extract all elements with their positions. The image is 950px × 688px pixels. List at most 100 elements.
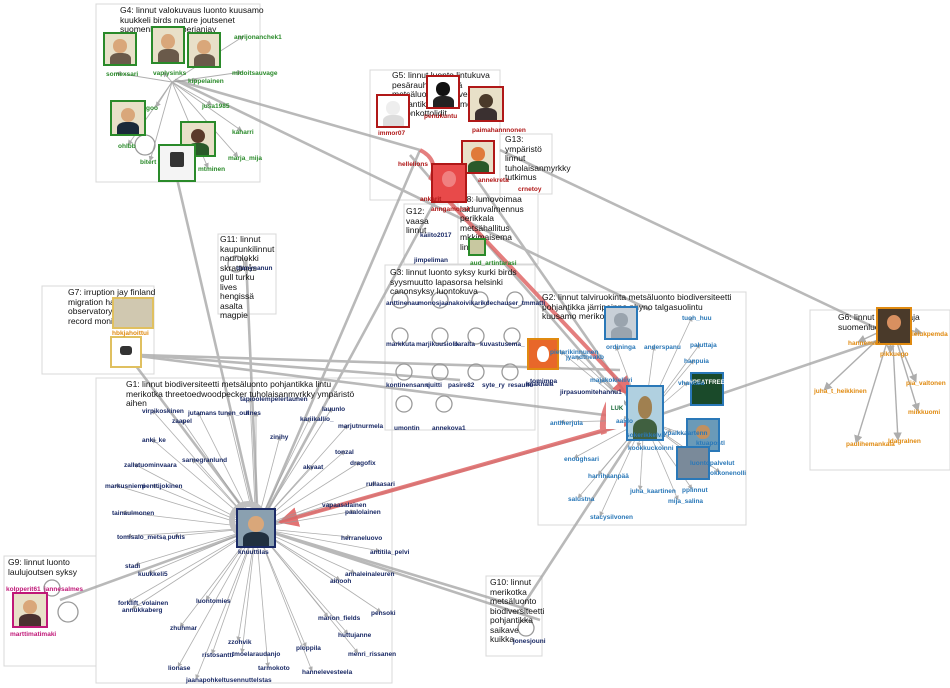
node-label-tapioolempelertaunen[interactable]: tapioolempelertaunen [240,396,308,403]
avatar-penukuntu[interactable] [426,75,460,109]
avatar-ordininga[interactable] [604,306,638,340]
node-label-vaplysinks[interactable]: vaplysinks [153,70,187,77]
node-label-anderspanu[interactable]: anderspanu [644,344,681,351]
node-label-luontomies[interactable]: luontomies [196,598,231,605]
node-label-jirpasuomitehannu1[interactable]: jirpasuomitehannu1 [560,389,622,396]
avatar-peatfree[interactable] [690,372,724,406]
node-label-ainooh[interactable]: ainooh [330,578,352,585]
node-label-salustna[interactable]: salustna [568,496,595,503]
node-label-zhuhmar[interactable]: zhuhmar [170,625,198,632]
node-label-tomisalo_metsa[interactable]: tomisalo_metsa [117,534,167,541]
node-label-zallatuominvaara[interactable]: zallatuominvaara [124,462,177,469]
node-label-dragofix[interactable]: dragofix [350,460,376,467]
node-label-antitila_pelvi[interactable]: antitila_pelvi [370,549,410,556]
avatar-kippelainen[interactable] [187,32,221,68]
node-label-tunen_out[interactable]: tunen_out [218,410,250,417]
node-label-lines[interactable]: lines [246,410,261,417]
node-label-herraneluovo[interactable]: herraneluovo [341,535,383,542]
node-label-mtminen[interactable]: mtminen [198,166,226,173]
node-label-tmoelaraudanjo[interactable]: tmoelaraudanjo [232,651,281,658]
node-label-juha_t_heikkinen[interactable]: juha_t_heikkinen [814,388,867,395]
avatar-vaplysinks[interactable] [151,26,185,64]
node-label-mija_salina[interactable]: mija_salina [668,498,704,505]
node-label-forklift_volainen[interactable]: forklift_volainen [118,600,169,607]
node-label-kolpperit61[interactable]: kolpperit61 [6,586,41,593]
node-label-ema_[interactable]: ema_ [508,341,525,348]
node-label-annaleinaleuren[interactable]: annaleinaleuren [345,571,395,578]
node-label-kuvastus[interactable]: kuvastus [480,341,509,348]
node-label-enoughsari[interactable]: enoughsari [564,456,600,463]
node-label-jaanapohkeltusennuttelstas[interactable]: jaanapohkeltusennuttelstas [186,677,272,684]
node-label-immor07[interactable]: immor07 [378,130,406,137]
node-label-paulihemankala[interactable]: paulihemankala [846,441,895,448]
node-label-marion_fields[interactable]: marion_fields [318,615,361,622]
node-label-harrihaanpää[interactable]: harrihaanpää [588,473,629,480]
node-label-tonzal[interactable]: tonzal [335,449,354,456]
node-label-miikkuomi[interactable]: miikkuomi [908,409,941,416]
node-label-stadi[interactable]: stadi [125,563,141,570]
node-label-hellelions[interactable]: hellelions [398,161,428,168]
avatar-marttimatimaki[interactable] [12,592,48,628]
node-label-marja_mija[interactable]: marja_mija [228,155,262,162]
avatar-pplinnut[interactable] [676,446,710,480]
node-label-jusa1985[interactable]: jusa1985 [202,103,230,110]
node-label-olanynanun[interactable]: olanynanun [236,265,273,272]
avatar-g7-logo[interactable] [110,336,142,368]
node-label-stacysilvonen[interactable]: stacysilvonen [590,514,633,521]
node-label-kaharri[interactable]: kaharri [232,129,254,136]
node-label-ivpaikkaartenn[interactable]: ivpaikkaartenn [662,430,708,437]
node-label-zinihy[interactable]: zinihy [270,434,289,441]
node-label-kuukkeli5[interactable]: kuukkeli5 [138,571,168,578]
avatar-pikkuego[interactable] [876,307,912,345]
node-label-annekreta[interactable]: annekreta [478,177,509,184]
node-label-kippelainen[interactable]: kippelainen [188,78,224,85]
node-label-anttinenau[interactable]: anttinenau [386,300,419,307]
node-label-penttijokinen[interactable]: penttijokinen [142,483,183,490]
node-label-laiaknala[interactable]: laiaknala [526,381,554,388]
node-label-pasire82[interactable]: pasire82 [448,382,475,389]
node-label-kontinensanni[interactable]: kontinensanni [386,382,431,389]
node-label-pia_valtonen[interactable]: pia_valtonen [906,380,946,387]
node-label-majakokieliivi[interactable]: majakokieliivi [590,377,633,384]
avatar-aud-artintarasi[interactable] [468,238,486,256]
node-label-annekova1[interactable]: annekova1 [432,425,466,432]
node-label-paimahannnonen[interactable]: paimahannnonen [472,127,526,134]
node-label-tomimpa[interactable]: tomimpa [530,378,558,385]
node-label-pietarikinnunen[interactable]: pietarikinnunen [550,349,599,356]
node-label-ohlbb[interactable]: ohlbb [118,143,136,150]
node-label-knuuttilas[interactable]: knuuttilas [238,549,269,556]
node-label-paalolainen[interactable]: paalolainen [345,509,381,516]
node-label-pplinnut[interactable]: pplinnut [682,487,708,494]
node-label-ktuapostl[interactable]: ktuapostl [696,440,725,447]
node-label-kookkuckoinni[interactable]: kookkuckoinni [628,445,674,452]
node-label-bitert[interactable]: bitert [140,159,157,166]
node-label-ordininga[interactable]: ordininga [606,344,636,351]
node-label-ploppila[interactable]: ploppila [296,645,321,652]
node-label-okkonenolli[interactable]: okkonenolli [710,470,747,477]
node-label-sarnegranlund[interactable]: sarnegranlund [182,457,228,464]
avatar-luke[interactable] [606,393,624,429]
avatar-knuuttilas[interactable] [236,508,276,548]
avatar-tomimpa[interactable] [527,338,559,370]
node-label-luontopalvelut[interactable]: luontopalvelut [690,460,735,467]
node-label-zzohvik[interactable]: zzohvik [228,639,252,646]
avatar-paimahannnonen[interactable] [468,86,504,122]
node-label-pensoki[interactable]: pensoki [371,610,396,617]
node-label-marttimatimaki[interactable]: marttimatimaki [10,631,57,638]
node-label-hanpuia[interactable]: hanpuia [684,358,709,365]
node-label-crnetoy[interactable]: crnetoy [518,186,542,193]
avatar-anngamonst[interactable] [431,163,467,203]
node-label-jonesjouni[interactable]: jonesjouni [513,638,546,645]
node-label-ristosantti[interactable]: ristosantti [202,652,234,659]
node-label-pikkuego[interactable]: pikkuego [880,351,909,358]
node-label-ilaralta[interactable]: ilaralta [454,341,475,348]
node-label-akvaat[interactable]: akvaat [303,464,324,471]
node-label-leiukpemda[interactable]: leiukpemda [912,331,948,338]
node-label-ankarit[interactable]: ankarit [420,196,442,203]
node-label-hanneman[interactable]: hanneman [848,340,881,347]
node-label-kariikallio_[interactable]: kariikallio_ [300,416,334,423]
node-label-resaulfo[interactable]: resaulfo [508,382,534,389]
node-label-anki_ke[interactable]: anki_ke [142,437,166,444]
node-label-tainaulmonen[interactable]: tainaulmonen [112,510,155,517]
node-label-goo[interactable]: goo [146,105,158,112]
